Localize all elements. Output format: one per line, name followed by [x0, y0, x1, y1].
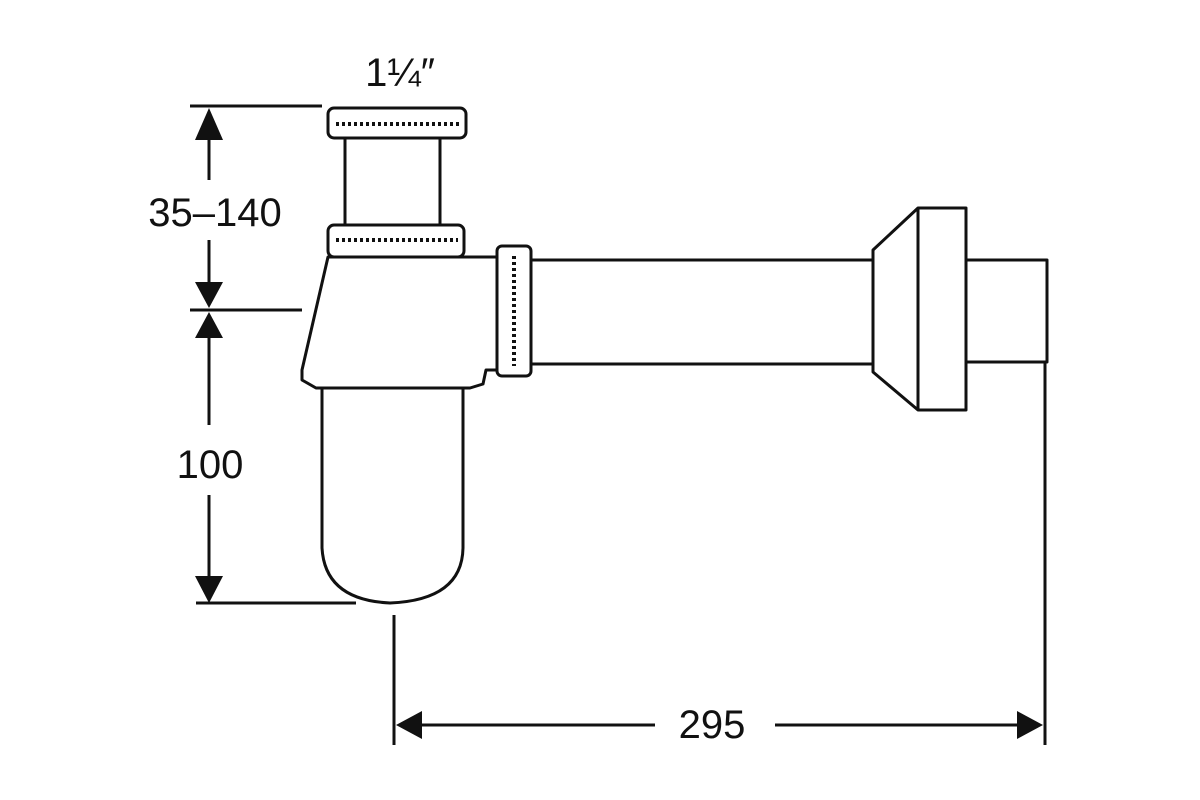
wall-spigot	[961, 258, 1049, 364]
arrow-down-bottom	[195, 576, 223, 603]
arrow-up-middle	[195, 312, 223, 338]
height-range-label: 35–140	[148, 191, 281, 235]
dimension-labels: 1¼″ 35–140 100 295	[148, 51, 745, 747]
trap-body	[300, 255, 499, 605]
tailpiece-tube	[343, 133, 442, 227]
wall-distance-label: 295	[679, 703, 746, 747]
trap-bottle	[320, 386, 465, 605]
outlet-pipe	[495, 206, 1049, 412]
arrow-right-width	[1017, 711, 1043, 739]
arrow-left-width	[396, 711, 422, 739]
inlet-tailpiece	[326, 106, 468, 259]
trap-head	[300, 255, 499, 390]
dimension-lines	[190, 104, 1047, 745]
dimension-arrows	[195, 108, 1043, 739]
arrow-down-middle	[195, 282, 223, 308]
thread-size-label: 1¼″	[365, 51, 435, 95]
arrow-up-top	[195, 108, 223, 140]
trap-depth-label: 100	[177, 443, 244, 487]
horizontal-pipe	[528, 258, 877, 366]
